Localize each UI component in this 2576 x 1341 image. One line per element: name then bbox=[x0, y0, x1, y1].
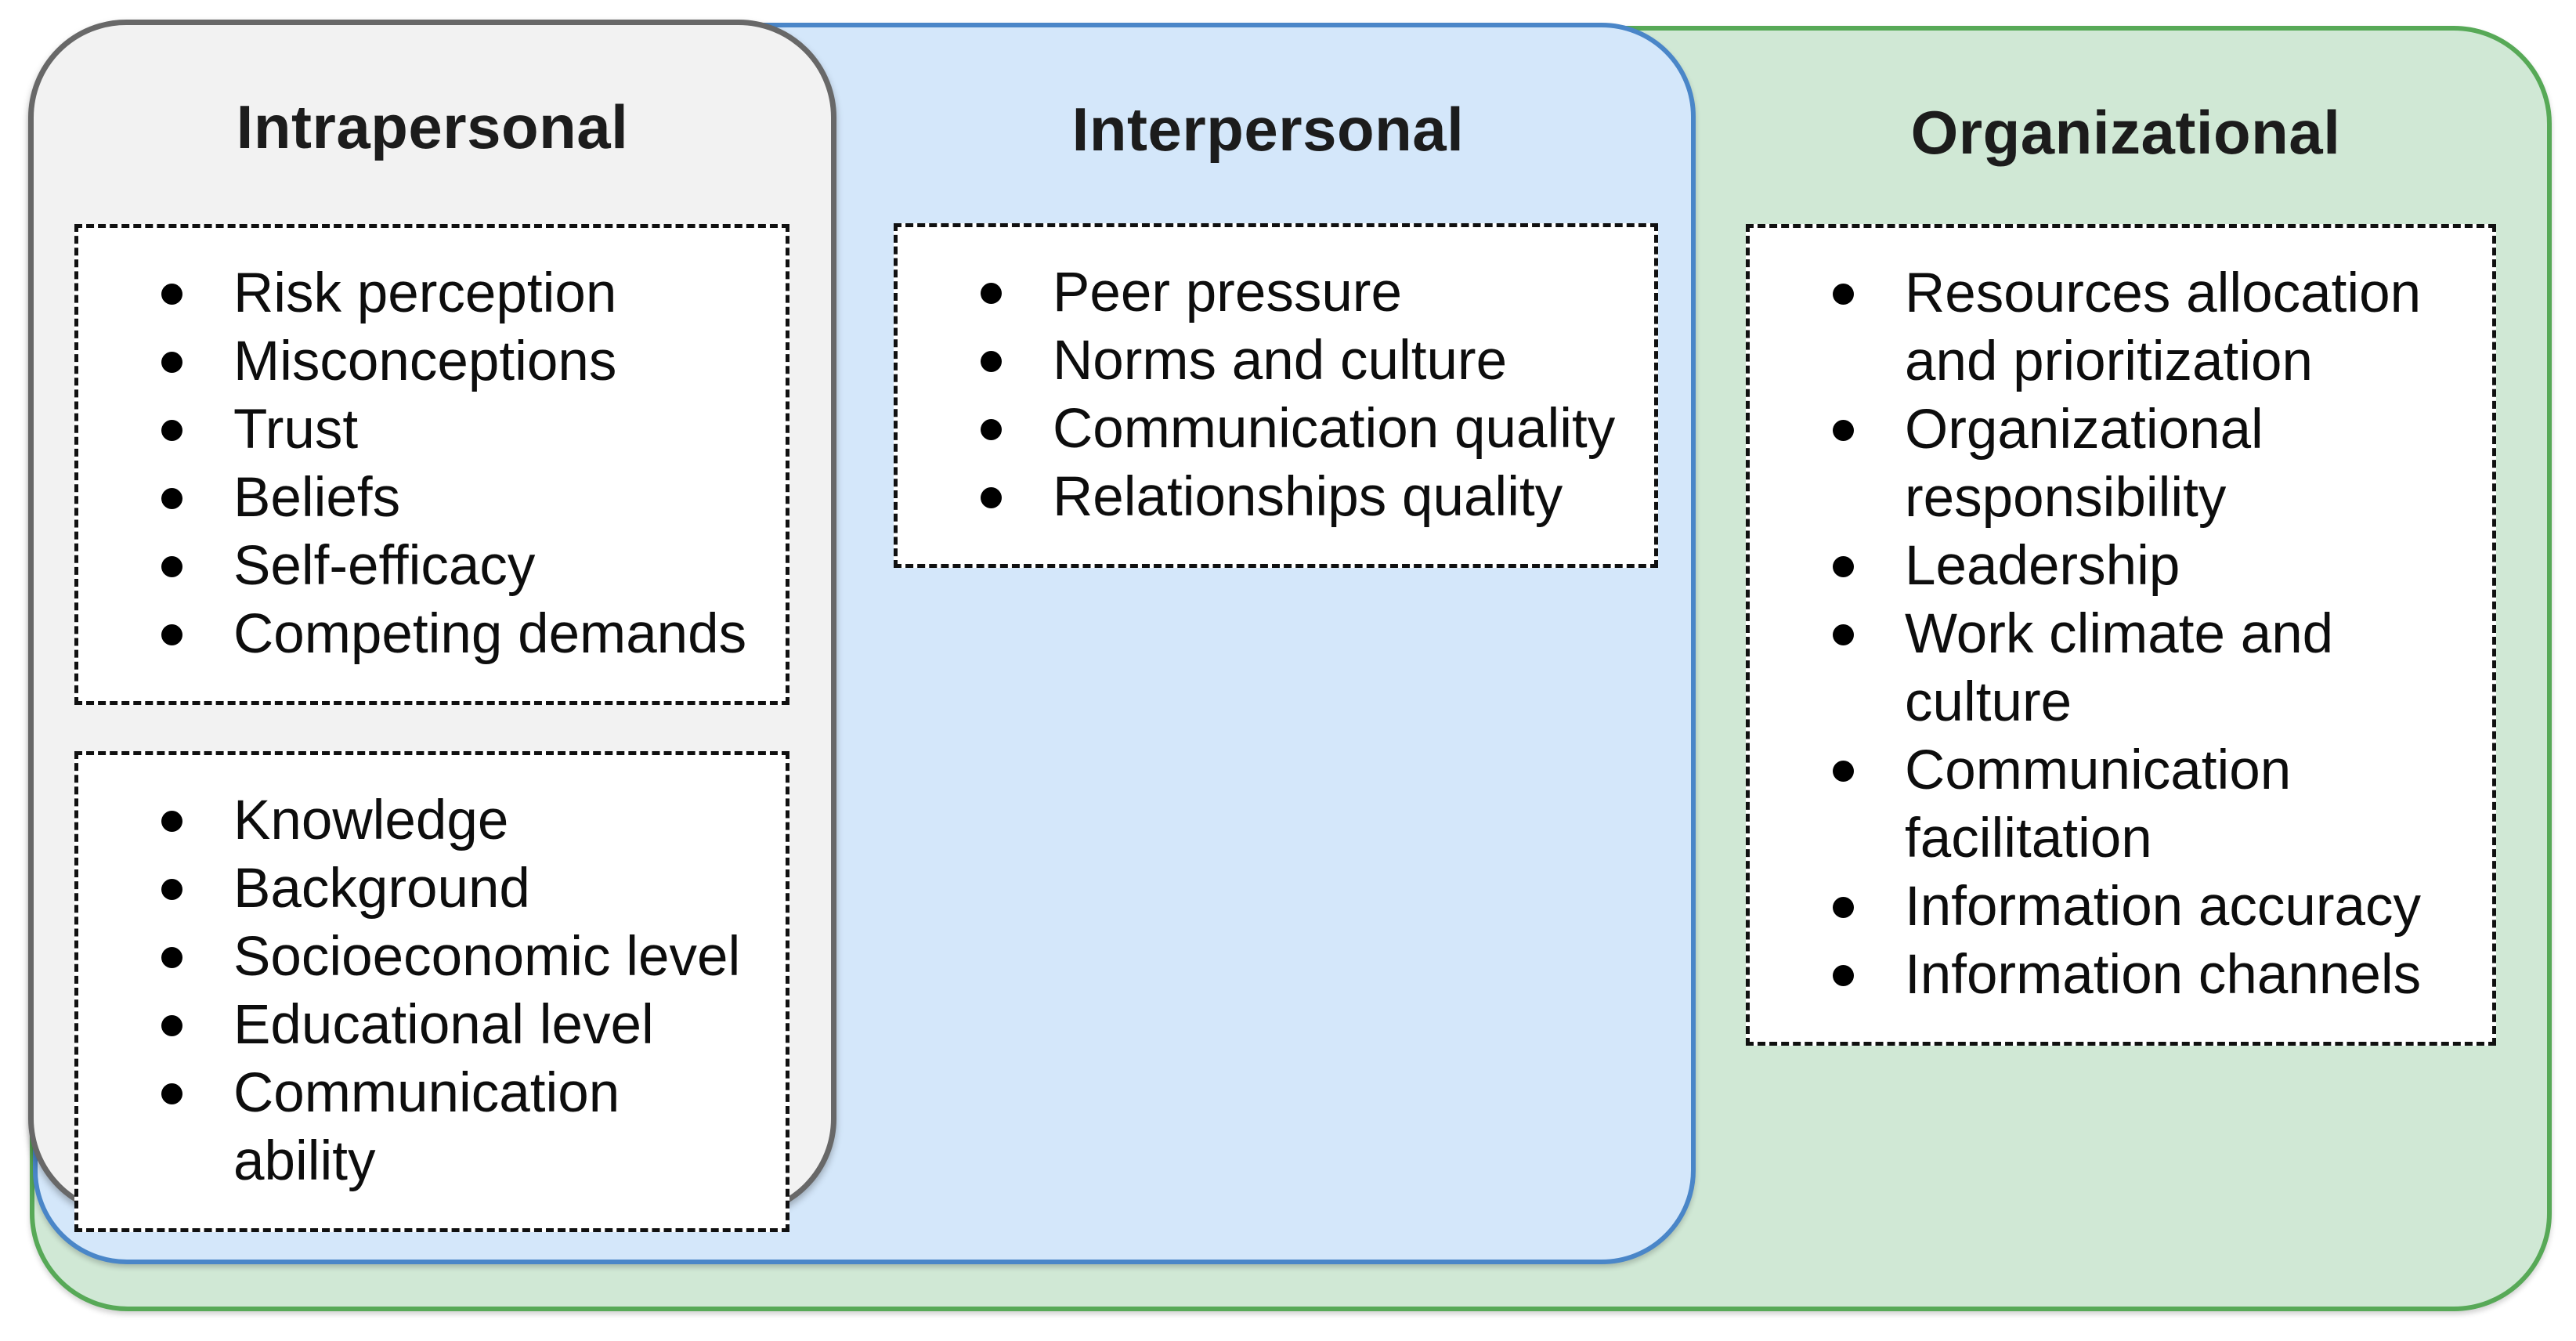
intrapersonal-psychological-factors-box: Risk perception Misconceptions Trust Bel… bbox=[74, 224, 789, 705]
interpersonal-factors-list: Peer pressure Norms and culture Communic… bbox=[921, 258, 1631, 531]
intrapersonal-background-factors-box: Knowledge Background Socioeconomic level… bbox=[74, 751, 789, 1232]
list-item: Educational level bbox=[158, 991, 762, 1059]
panel-title-organizational: Organizational bbox=[1910, 98, 2341, 167]
list-item: Misconceptions bbox=[158, 327, 762, 396]
organizational-factors-box: Resources allocation and prioritization … bbox=[1746, 224, 2496, 1046]
panel-title-interpersonal: Interpersonal bbox=[1071, 95, 1465, 164]
list-item: Work climate and culture bbox=[1830, 600, 2469, 736]
list-item: Background bbox=[158, 855, 762, 923]
list-item: Risk perception bbox=[158, 259, 762, 327]
interpersonal-factors-box: Peer pressure Norms and culture Communic… bbox=[894, 223, 1658, 568]
list-item: Information channels bbox=[1830, 941, 2469, 1009]
list-item: Relationships quality bbox=[977, 463, 1631, 531]
list-item: Self-efficacy bbox=[158, 532, 762, 600]
list-item: Norms and culture bbox=[977, 327, 1631, 395]
list-item: Organizational responsibility bbox=[1830, 396, 2469, 532]
organizational-factors-list: Resources allocation and prioritization … bbox=[1773, 259, 2469, 1009]
intrapersonal-background-factors-list: Knowledge Background Socioeconomic level… bbox=[102, 786, 762, 1195]
list-item: Leadership bbox=[1830, 532, 2469, 600]
list-item: Information accuracy bbox=[1830, 873, 2469, 941]
list-item: Communication quality bbox=[977, 395, 1631, 463]
panel-title-intrapersonal: Intrapersonal bbox=[236, 92, 629, 161]
intrapersonal-psychological-factors-list: Risk perception Misconceptions Trust Bel… bbox=[102, 259, 762, 668]
panel-intrapersonal: Intrapersonal Risk perception Misconcept… bbox=[28, 20, 836, 1232]
list-item: Communication facilitation bbox=[1830, 736, 2469, 873]
list-item: Communication ability bbox=[158, 1059, 762, 1195]
list-item: Knowledge bbox=[158, 786, 762, 855]
list-item: Peer pressure bbox=[977, 258, 1631, 327]
list-item: Competing demands bbox=[158, 600, 762, 668]
list-item: Beliefs bbox=[158, 464, 762, 532]
list-item: Trust bbox=[158, 396, 762, 464]
list-item: Resources allocation and prioritization bbox=[1830, 259, 2469, 396]
list-item: Socioeconomic level bbox=[158, 923, 762, 991]
